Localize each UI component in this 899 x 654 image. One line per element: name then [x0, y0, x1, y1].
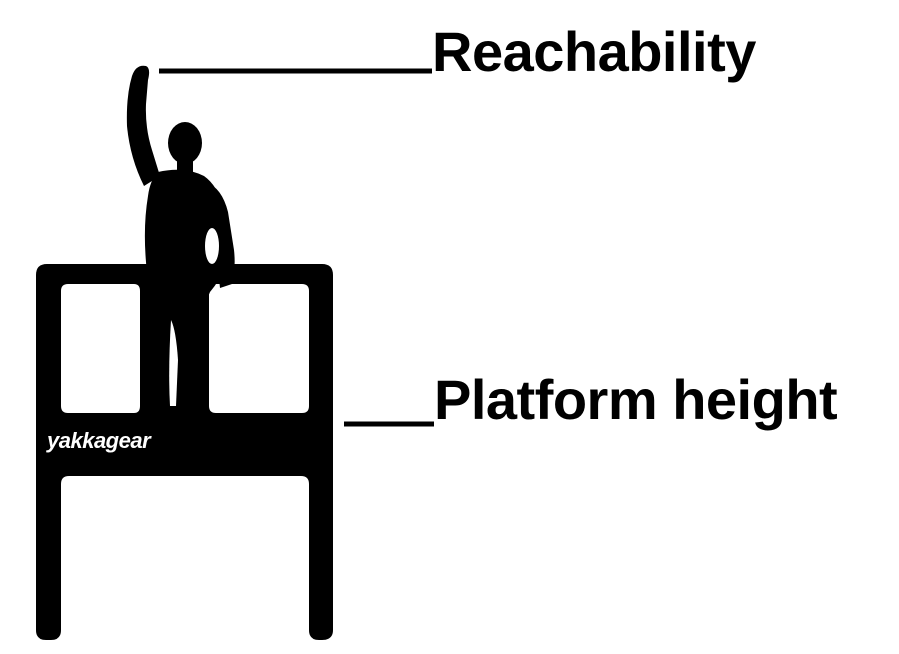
platform-height-label: Platform height	[434, 368, 838, 431]
work-platform-icon	[36, 264, 333, 640]
brand-logo-text: yakkagear	[47, 428, 151, 453]
reachability-label: Reachability	[432, 20, 756, 83]
person-raising-arm-icon	[126, 65, 235, 414]
